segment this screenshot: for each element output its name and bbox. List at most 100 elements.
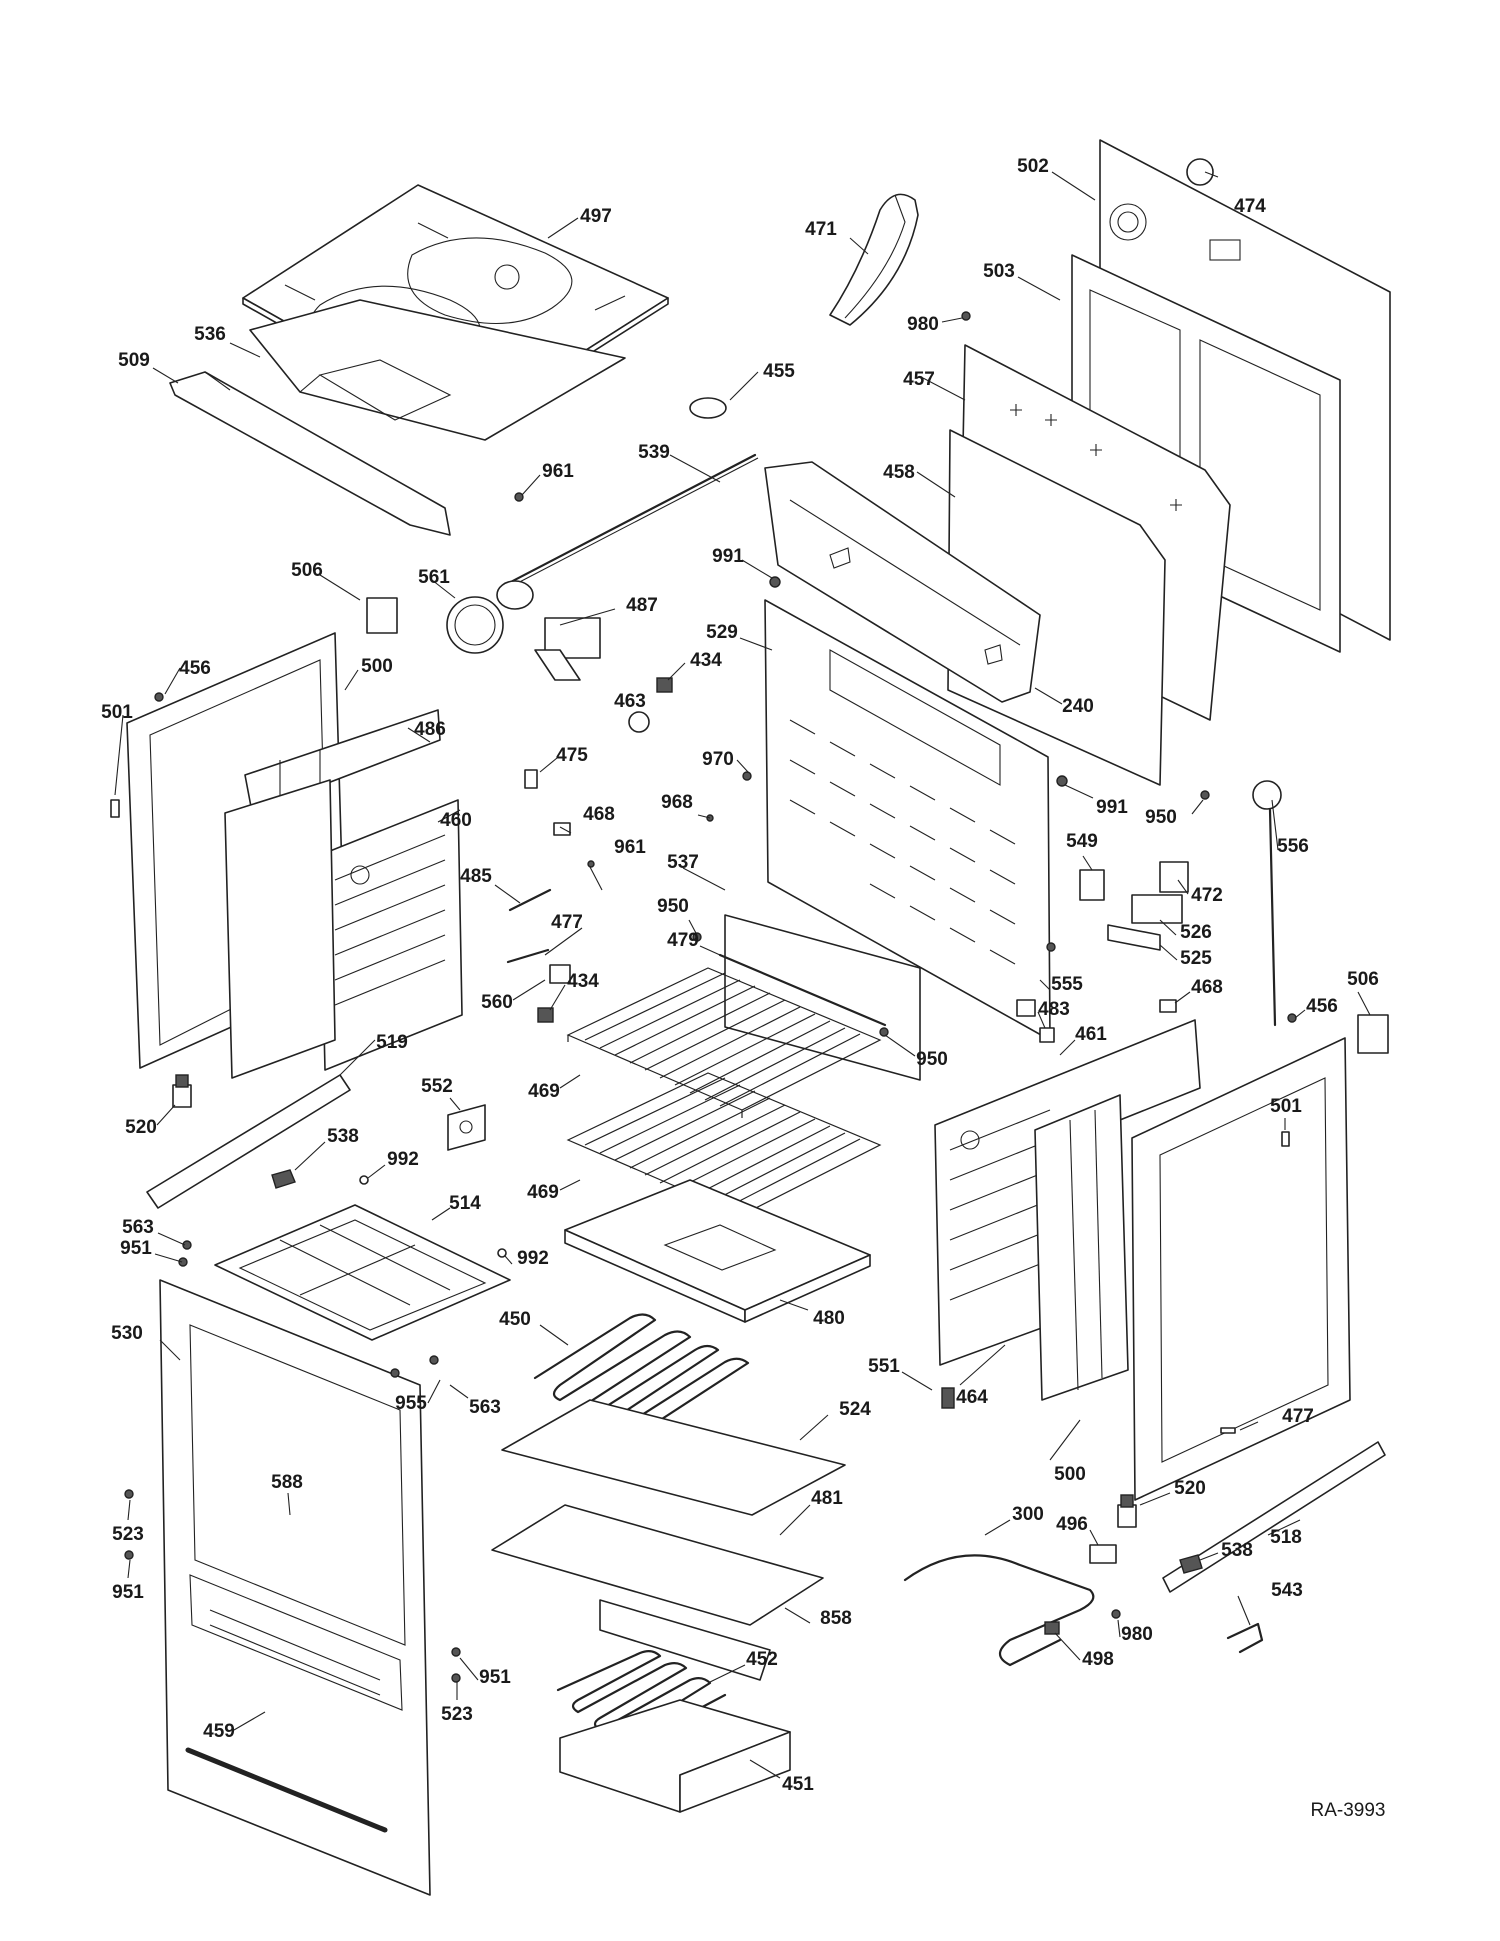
callout-label: 500 (361, 656, 393, 677)
broiler-pan-480 (564, 1179, 871, 1323)
callout-label: 951 (120, 1238, 152, 1259)
callout-label: 451 (782, 1774, 814, 1795)
drawer-slide-519 (146, 1074, 351, 1209)
leveling-leg-520-left (172, 1074, 192, 1108)
callout-label: 524 (839, 1399, 871, 1420)
reference-code: RA-3993 (1311, 1800, 1386, 1821)
lamp-475 (524, 769, 538, 789)
callout-label: 487 (626, 595, 658, 616)
callout-label: 496 (1056, 1514, 1088, 1535)
leveling-leg-520-right (1117, 1494, 1137, 1528)
side-panel-500-right (1131, 1037, 1351, 1501)
callout-label: 538 (327, 1126, 359, 1147)
drawer-rack-514 (214, 1204, 511, 1341)
callout-label: 519 (376, 1032, 408, 1053)
bracket-525 (1107, 924, 1161, 951)
callout-label: 549 (1066, 831, 1098, 852)
callout-label: 468 (583, 804, 615, 825)
callout-label: 469 (528, 1081, 560, 1102)
callout-label: 561 (418, 567, 450, 588)
callout-label: 543 (1271, 1580, 1303, 1601)
callout-label: 464 (956, 1387, 988, 1408)
callout-label: 474 (1234, 196, 1266, 217)
callout-label: 951 (479, 1667, 511, 1688)
grommet-474 (1186, 158, 1214, 186)
callout-label: 300 (1012, 1504, 1044, 1525)
baffle-524 (501, 1399, 846, 1516)
callout-label: 526 (1180, 922, 1212, 943)
callout-label: 485 (460, 866, 492, 887)
callout-label: 501 (101, 702, 133, 723)
callout-label: 970 (702, 749, 734, 770)
callout-label: 538 (1221, 1540, 1253, 1561)
pin-485 (508, 888, 552, 912)
callout-label: 552 (421, 1076, 453, 1097)
clip-483 (1039, 1027, 1055, 1043)
callout-label: 483 (1038, 999, 1070, 1020)
callout-label: 506 (1347, 969, 1379, 990)
wiring-harness-300 (903, 1554, 1095, 1667)
callout-label: 434 (567, 971, 599, 992)
vent-duct-471 (829, 193, 919, 326)
callout-label: 458 (883, 462, 915, 483)
probe-rod-539 (503, 453, 757, 587)
relay-549 (1079, 869, 1105, 901)
callout-label: 991 (712, 546, 744, 567)
slide-rod-479 (718, 953, 887, 1027)
callout-label: 434 (690, 650, 722, 671)
callout-label: 588 (271, 1472, 303, 1493)
oven-bottom-481 (491, 1504, 824, 1626)
plate-552 (447, 1104, 486, 1151)
clip-498 (1044, 1621, 1060, 1635)
callout-label: 551 (868, 1356, 900, 1377)
callout-label: 455 (763, 361, 795, 382)
callout-label: 502 (1017, 156, 1049, 177)
wire-556 (1252, 780, 1282, 1027)
callout-label: 539 (638, 442, 670, 463)
callout-label: 951 (112, 1582, 144, 1603)
clip-468-left (553, 822, 571, 836)
callout-label: 456 (1306, 996, 1338, 1017)
oven-bottom-481-lower (599, 1599, 771, 1681)
callout-label: 459 (203, 1721, 235, 1742)
pad-538-right (1179, 1554, 1203, 1574)
callout-label: 961 (614, 837, 646, 858)
callout-label: 469 (527, 1182, 559, 1203)
callout-label: 514 (449, 1193, 481, 1214)
callout-label: 563 (122, 1217, 154, 1238)
end-cap-506-right (1357, 1014, 1389, 1054)
callout-label: 980 (907, 314, 939, 335)
callout-label: 479 (667, 930, 699, 951)
callout-label: 471 (805, 219, 837, 240)
callout-label: 240 (1062, 696, 1094, 717)
wrapper-left (224, 779, 336, 1079)
callout-label: 480 (813, 1308, 845, 1329)
strip-459 (185, 1747, 388, 1833)
callout-label: 501 (1270, 1096, 1302, 1117)
pad-538-left (271, 1169, 296, 1189)
callout-label: 475 (556, 745, 588, 766)
callout-label: 563 (469, 1397, 501, 1418)
callout-label: 498 (1082, 1649, 1114, 1670)
callout-label: 468 (1191, 977, 1223, 998)
clip-543 (1226, 1622, 1264, 1654)
callout-label: 497 (580, 206, 612, 227)
callout-label: 529 (706, 622, 738, 643)
callout-label: 503 (983, 261, 1015, 282)
callout-label: 991 (1096, 797, 1128, 818)
callout-label: 537 (667, 852, 699, 873)
sensor-477-left (506, 948, 550, 964)
end-cap-506-left (366, 597, 398, 634)
callout-label: 520 (1174, 1478, 1206, 1499)
callout-label: 950 (916, 1049, 948, 1070)
callout-label: 950 (657, 896, 689, 917)
callout-label: 486 (414, 719, 446, 740)
callout-label: 523 (112, 1524, 144, 1545)
callout-label: 523 (441, 1704, 473, 1725)
callout-label: 556 (1277, 836, 1309, 857)
callout-label: 456 (179, 658, 211, 679)
callout-label: 506 (291, 560, 323, 581)
connector-496 (1089, 1544, 1117, 1564)
front-trim-509 (169, 371, 451, 536)
